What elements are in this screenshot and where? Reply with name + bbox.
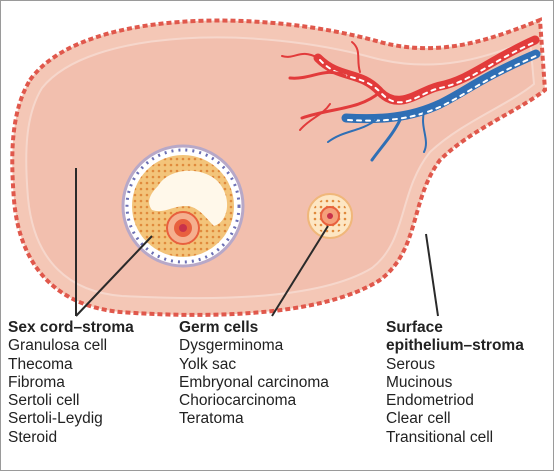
leader-line-germ (271, 225, 329, 317)
blood-vessels-icon (281, 35, 541, 162)
list-item: Steroid (8, 428, 58, 446)
list-item: Sertoli cell (8, 392, 80, 410)
list-item: Mucinous (386, 373, 453, 391)
mature-follicle-icon (121, 144, 245, 268)
group-heading: Sex cord–stroma (8, 319, 134, 336)
list-item: Sertoli-Leydig (8, 410, 103, 428)
list-item: Serous (386, 355, 436, 373)
group-heading: Surface (386, 319, 443, 336)
list-item: Yolk sac (179, 355, 237, 373)
leader-line-granulosa (75, 235, 153, 317)
leader-lines (75, 168, 439, 317)
list-item: Clear cell (386, 410, 451, 428)
list-item: Dysgerminoma (179, 337, 284, 355)
group-heading-line2: epithelium–stroma (386, 337, 524, 355)
list-item: Teratoma (179, 410, 244, 428)
leader-line-surface (425, 233, 439, 317)
list-item: Embryonal carcinoma (179, 373, 329, 391)
list-item: Choriocarcinoma (179, 392, 297, 410)
list-item: Endometriod (386, 392, 474, 410)
list-item: Thecoma (8, 355, 73, 373)
surface-epithelium-stroma-group: Surface epithelium–stroma Serous Mucinou… (386, 319, 524, 447)
list-item: Granulosa cell (8, 337, 108, 355)
germ-cells-group: Germ cells Dysgerminoma Yolk sac Embryon… (179, 319, 329, 429)
group-heading: Germ cells (179, 319, 259, 336)
list-item: Transitional cell (386, 428, 494, 446)
ovary-body (10, 17, 548, 317)
list-item: Fibroma (8, 373, 65, 391)
primary-follicle-icon (307, 193, 353, 239)
sex-cord-stroma-group: Sex cord–stroma Granulosa cell Thecoma F… (8, 319, 134, 447)
